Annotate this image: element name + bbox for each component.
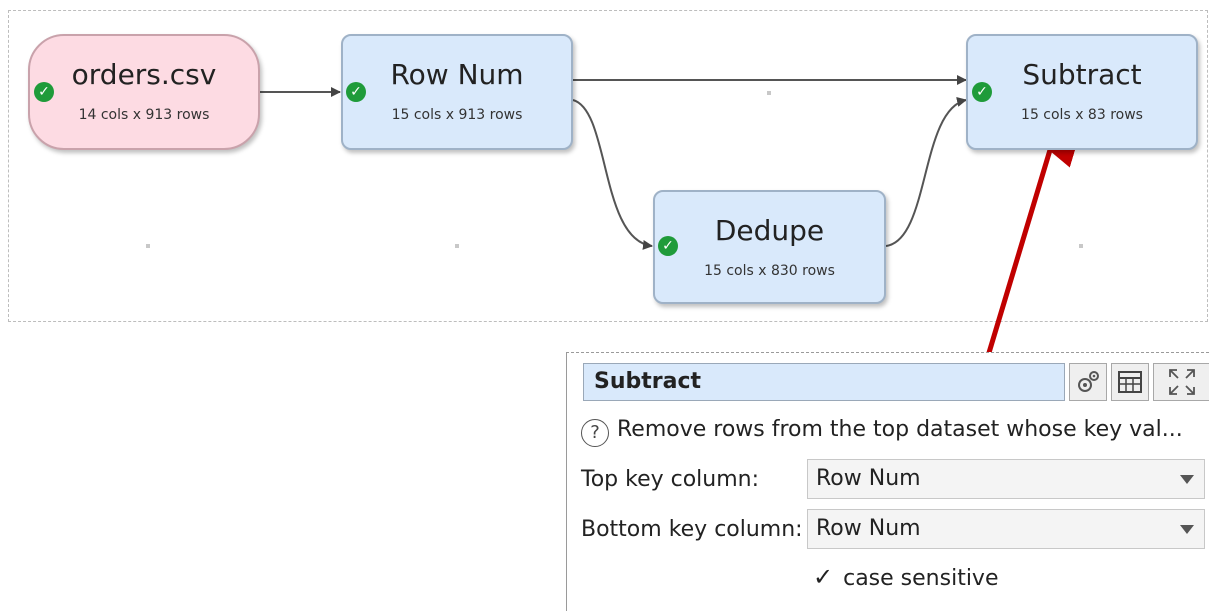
callout-arrow [982, 146, 1077, 367]
panel-title: Subtract [583, 363, 1065, 401]
node-subtitle: 14 cols x 913 rows [78, 107, 210, 123]
help-icon[interactable]: ? [581, 419, 609, 447]
node-row-num[interactable]: Row Num 15 cols x 913 rows [341, 34, 573, 150]
node-title: Row Num [390, 58, 524, 91]
gears-icon[interactable] [1069, 363, 1107, 401]
check-circle-icon: ✓ [34, 82, 54, 102]
connection-dedupe-subtract [885, 97, 967, 247]
grid-dot [455, 244, 459, 248]
case-sensitive-label: case sensitive [843, 566, 999, 591]
chevron-down-icon [1180, 475, 1194, 484]
node-title: Dedupe [714, 214, 825, 247]
checkmark-icon: ✓ [813, 563, 834, 591]
node-orders-csv[interactable]: orders.csv 14 cols x 913 rows [28, 34, 260, 150]
bottom-key-value: Row Num [816, 516, 921, 541]
bottom-key-dropdown[interactable]: Row Num [807, 509, 1205, 549]
properties-panel: Subtract ? Remove rows from the top datas… [566, 352, 1209, 611]
help-text: Remove rows from the top dataset whose k… [617, 417, 1183, 442]
node-title: Subtract [1022, 58, 1142, 91]
node-subtract[interactable]: Subtract 15 cols x 83 rows [966, 34, 1198, 150]
connection-rownum-dedupe [572, 99, 653, 250]
node-subtitle: 15 cols x 83 rows [1021, 107, 1143, 123]
grid-dot [146, 244, 150, 248]
chevron-down-icon [1180, 525, 1194, 534]
grid-dot [767, 91, 771, 95]
node-subtitle: 15 cols x 830 rows [704, 263, 835, 279]
top-key-value: Row Num [816, 466, 921, 491]
grid-dot [1079, 244, 1083, 248]
top-key-dropdown[interactable]: Row Num [807, 459, 1205, 499]
node-dedupe[interactable]: Dedupe 15 cols x 830 rows [653, 190, 886, 304]
check-circle-icon: ✓ [346, 82, 366, 102]
table-icon[interactable] [1111, 363, 1149, 401]
check-circle-icon: ✓ [658, 236, 678, 256]
top-key-label: Top key column: [581, 467, 760, 492]
maximize-icon[interactable] [1153, 363, 1209, 401]
node-title: orders.csv [71, 58, 217, 91]
check-circle-icon: ✓ [972, 82, 992, 102]
bottom-key-label: Bottom key column: [581, 517, 803, 542]
node-subtitle: 15 cols x 913 rows [391, 107, 523, 123]
help-row: ? Remove rows from the top dataset whose … [581, 417, 1183, 447]
case-sensitive-checkbox[interactable]: ✓ case sensitive [813, 563, 998, 591]
